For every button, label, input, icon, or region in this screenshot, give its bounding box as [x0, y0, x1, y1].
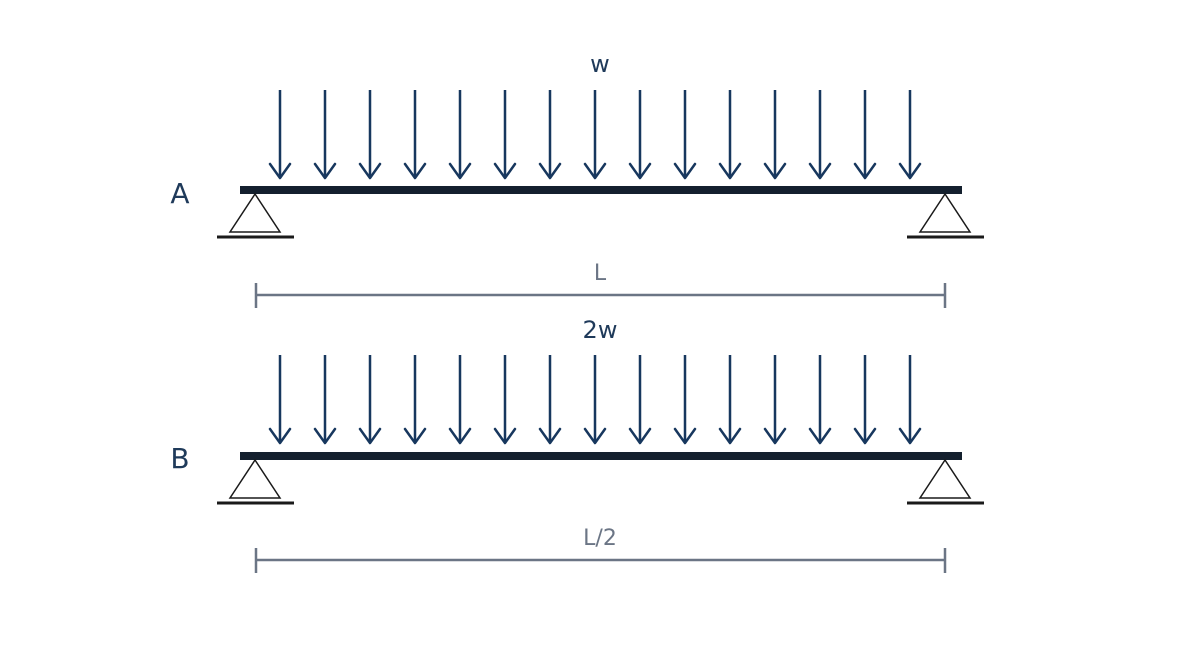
beam-a-load-arrowhead	[763, 162, 787, 180]
beam-a-load-arrowhead	[313, 162, 337, 180]
beam-a-load-arrowhead	[493, 162, 517, 180]
beam-b-load-arrowhead	[853, 427, 877, 445]
beam-b-load-arrowhead	[628, 427, 652, 445]
beam-a-name-label: A	[170, 177, 189, 210]
beam-b-span-dimension: L/2	[254, 526, 947, 573]
beam-b-load-arrowhead	[538, 427, 562, 445]
beam-b-left-support	[217, 458, 294, 505]
beam-a-load-arrowhead	[448, 162, 472, 180]
beam-b-load-arrowhead	[403, 427, 427, 445]
beam-b-load-arrowhead	[583, 427, 607, 445]
beam-b-load-arrowhead	[898, 427, 922, 445]
beam-a-load-arrowhead	[538, 162, 562, 180]
beam-a-left-support-triangle	[228, 192, 282, 233]
beam-b-span-label: L/2	[583, 526, 617, 551]
beam-b-right-support-triangle	[918, 458, 972, 499]
beam-a-load-arrowhead	[583, 162, 607, 180]
beam-a-left-support	[217, 192, 294, 239]
beam-a-span-dimension: L	[254, 261, 947, 308]
beam-b-load-arrowhead	[718, 427, 742, 445]
beam-a-load-arrowhead	[898, 162, 922, 180]
beam-a-distributed-load	[268, 90, 922, 180]
beam-a-right-support	[907, 192, 984, 239]
beam-b-load-arrowhead	[358, 427, 382, 445]
beam-b-load-arrowhead	[448, 427, 472, 445]
beam-b-load-arrowhead	[763, 427, 787, 445]
beam-a-span-label: L	[594, 261, 607, 286]
beam-b-group: 2w B L/2	[170, 316, 984, 573]
beam-b-distributed-load	[268, 355, 922, 445]
beam-a-load-arrowhead	[808, 162, 832, 180]
beam-b-load-arrowhead	[268, 427, 292, 445]
beam-a-load-arrowhead	[853, 162, 877, 180]
beam-a-load-arrowhead	[358, 162, 382, 180]
beam-a-load-label: w	[590, 50, 610, 78]
beam-b-left-support-triangle	[228, 458, 282, 499]
beam-a-load-arrowhead	[403, 162, 427, 180]
beam-b-load-arrowhead	[808, 427, 832, 445]
beam-a-load-arrowhead	[718, 162, 742, 180]
beam-a-load-arrowhead	[268, 162, 292, 180]
beam-b-load-label: 2w	[583, 316, 618, 344]
beam-b-load-arrowhead	[313, 427, 337, 445]
beam-b-bar	[240, 452, 962, 460]
beam-b-right-support	[907, 458, 984, 505]
beam-a-group: w A L	[170, 50, 984, 308]
beam-a-load-arrowhead	[673, 162, 697, 180]
beam-b-load-arrowhead	[673, 427, 697, 445]
beam-b-name-label: B	[170, 442, 189, 475]
beam-a-right-support-triangle	[918, 192, 972, 233]
beam-a-bar	[240, 186, 962, 194]
beam-a-load-arrowhead	[628, 162, 652, 180]
beam-b-load-arrowhead	[493, 427, 517, 445]
